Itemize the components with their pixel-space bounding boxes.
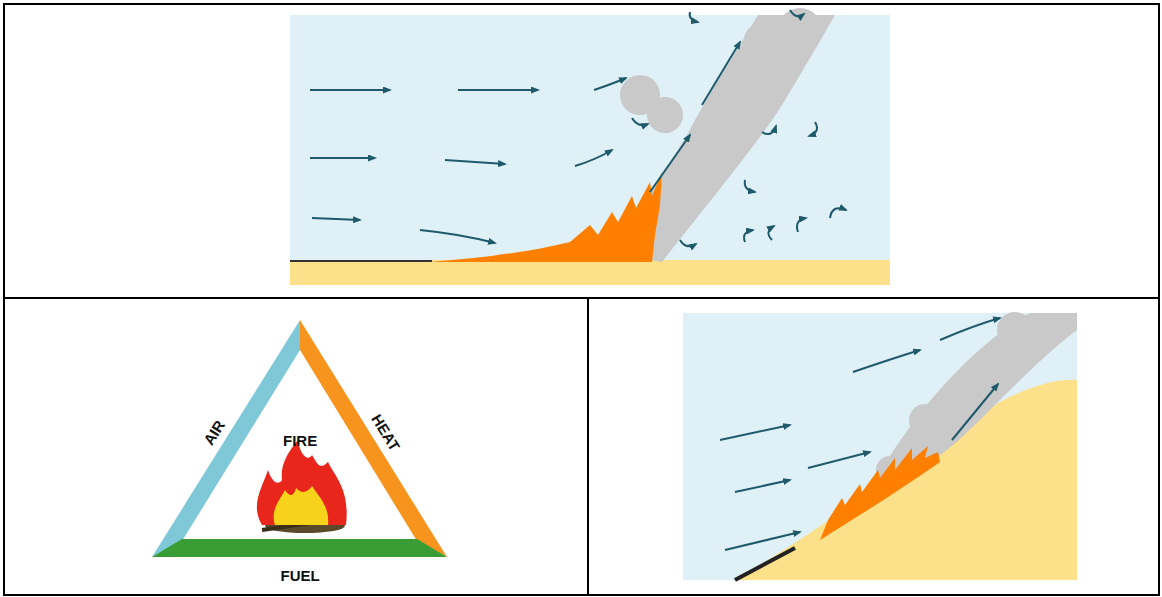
slope-fire-panel xyxy=(683,312,1077,580)
triangle-label: FUEL xyxy=(281,567,320,584)
triangle-label: FIRE xyxy=(283,432,317,449)
table-rule xyxy=(4,297,1159,299)
fire-triangle xyxy=(152,320,447,557)
table-border xyxy=(4,4,1159,595)
table-rule xyxy=(587,298,589,595)
flat-fire-panel xyxy=(290,8,890,285)
